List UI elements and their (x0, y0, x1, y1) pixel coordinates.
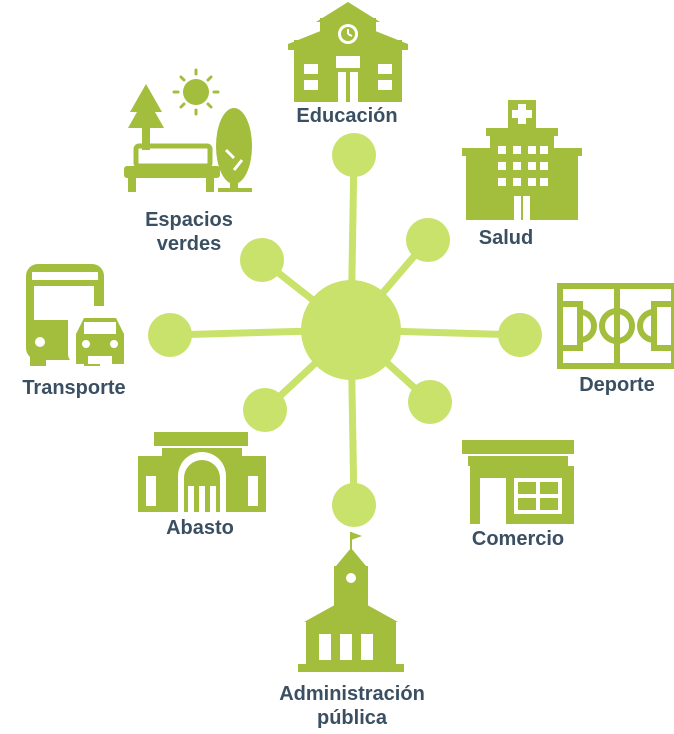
node-salud (406, 218, 450, 262)
label-administracion-line1: Administración (279, 683, 425, 705)
label-espacios-line1: Espacios (145, 209, 233, 231)
market-icon (138, 432, 266, 512)
park-icon (124, 68, 252, 192)
town-hall-icon (298, 532, 404, 672)
label-transporte: Transporte (22, 377, 126, 399)
sports-field-icon (557, 283, 674, 369)
label-espacios: Espacios verdes (116, 208, 262, 256)
node-transporte (148, 313, 192, 357)
node-deporte (498, 313, 542, 357)
label-administracion-line2: pública (316, 707, 387, 729)
node-educacion (332, 133, 376, 177)
label-abasto: Abasto (166, 517, 234, 539)
label-salud: Salud (478, 227, 534, 249)
node-abasto (243, 388, 287, 432)
node-comercio (408, 380, 452, 424)
bus-car-icon (26, 264, 132, 366)
school-icon (288, 2, 408, 102)
node-administracion (332, 483, 376, 527)
label-comercio: Comercio (471, 528, 565, 550)
hospital-icon (462, 100, 582, 220)
node-espacios (240, 238, 284, 282)
hub-circle (301, 280, 401, 380)
shop-icon (462, 440, 574, 524)
label-espacios-line2: verdes (156, 233, 222, 255)
label-educacion: Educación (296, 105, 398, 127)
label-administracion: Administración pública (240, 682, 464, 730)
label-deporte: Deporte (579, 374, 655, 396)
